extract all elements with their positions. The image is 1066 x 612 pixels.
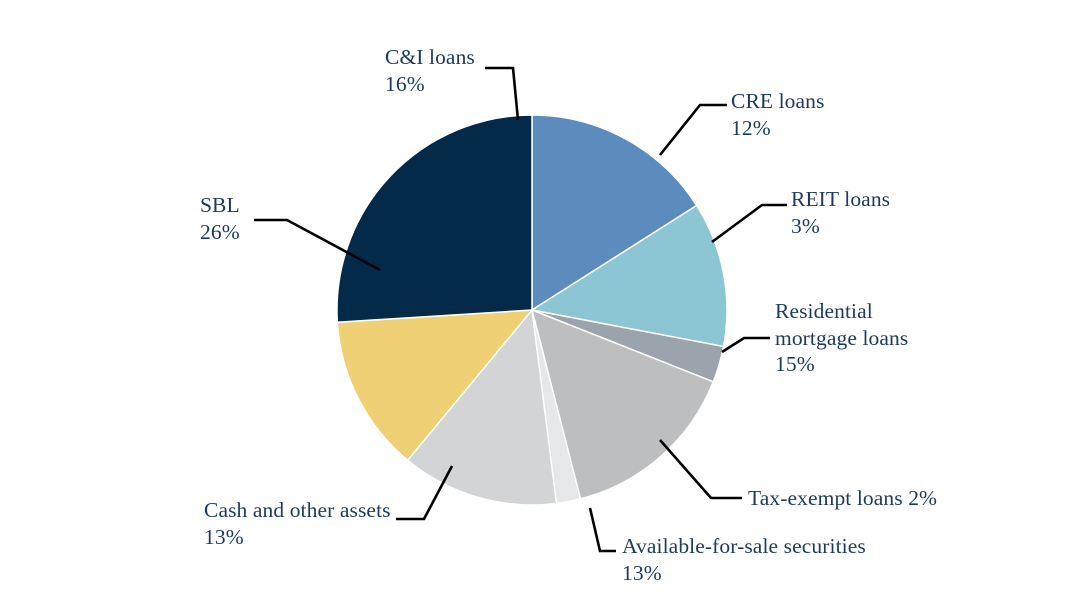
leader-line-sbl	[254, 218, 381, 272]
leader-lines	[254, 66, 787, 553]
slice-label-cash-and-other-assets: Cash and other assets 13%	[204, 497, 391, 550]
slice-label-reit-loans-name: REIT loans	[791, 187, 891, 211]
pie-slice-residential-mortgage-loans[interactable]	[530, 308, 715, 500]
slice-label-ci-loans-name: C&I loans	[385, 45, 475, 69]
leader-line-tax-exempt-loans	[659, 439, 742, 500]
pie-slice-cash-and-other-assets[interactable]	[336, 309, 534, 462]
slice-label-reit-loans: REIT loans 3%	[791, 186, 890, 239]
slice-label-residential-mortgage-loans: Residential mortgage loans 15%	[775, 298, 908, 378]
slice-label-sbl-value: 26%	[200, 219, 240, 244]
leader-line-residential-mortgage-loans	[721, 336, 770, 354]
leader-line-reit-loans	[711, 203, 787, 244]
slice-label-cre-loans-name: CRE loans	[731, 89, 825, 113]
slice-label-available-for-sale-securities-name: Available-for-sale securities	[622, 534, 866, 558]
pie-slice-available-for-sale-securities[interactable]	[406, 308, 558, 506]
slice-label-ci-loans-value: 16%	[385, 71, 425, 96]
slice-label-cash-and-other-assets-name: Cash and other assets	[204, 498, 391, 522]
slice-label-available-for-sale-securities-value: 13%	[622, 560, 662, 585]
slice-label-reit-loans-value: 3%	[791, 213, 820, 238]
slice-label-tax-exempt-loans-text: Tax-exempt loans 2%	[748, 486, 938, 510]
slice-label-residential-mortgage-loans-value: 15%	[775, 352, 815, 377]
slice-label-residential-mortgage-loans-name-2: mortgage loans	[775, 325, 909, 350]
slice-label-sbl: SBL 26%	[200, 192, 240, 245]
slice-label-tax-exempt-loans: Tax-exempt loans 2%	[748, 485, 937, 512]
pie-slice-sbl[interactable]	[336, 114, 533, 324]
leader-line-cash-and-other-assets	[396, 465, 454, 521]
slice-label-ci-loans: C&I loans 16%	[385, 44, 475, 97]
slice-label-sbl-name: SBL	[200, 193, 240, 217]
slice-label-available-for-sale-securities: Available-for-sale securities 13%	[622, 533, 866, 586]
leader-line-ci-loans	[485, 66, 520, 121]
slice-label-residential-mortgage-loans-name-1: Residential	[775, 299, 873, 323]
slice-label-cre-loans: CRE loans 12%	[731, 88, 824, 141]
pie-slice-cre-loans[interactable]	[529, 204, 728, 348]
leader-line-available-for-sale-securities	[588, 507, 616, 553]
leader-line-cre-loans	[658, 103, 727, 156]
slice-label-cre-loans-value: 12%	[731, 115, 771, 140]
slice-label-cash-and-other-assets-value: 13%	[204, 524, 244, 549]
pie-slice-ci-loans[interactable]	[531, 114, 698, 312]
pie-slices	[336, 114, 728, 506]
